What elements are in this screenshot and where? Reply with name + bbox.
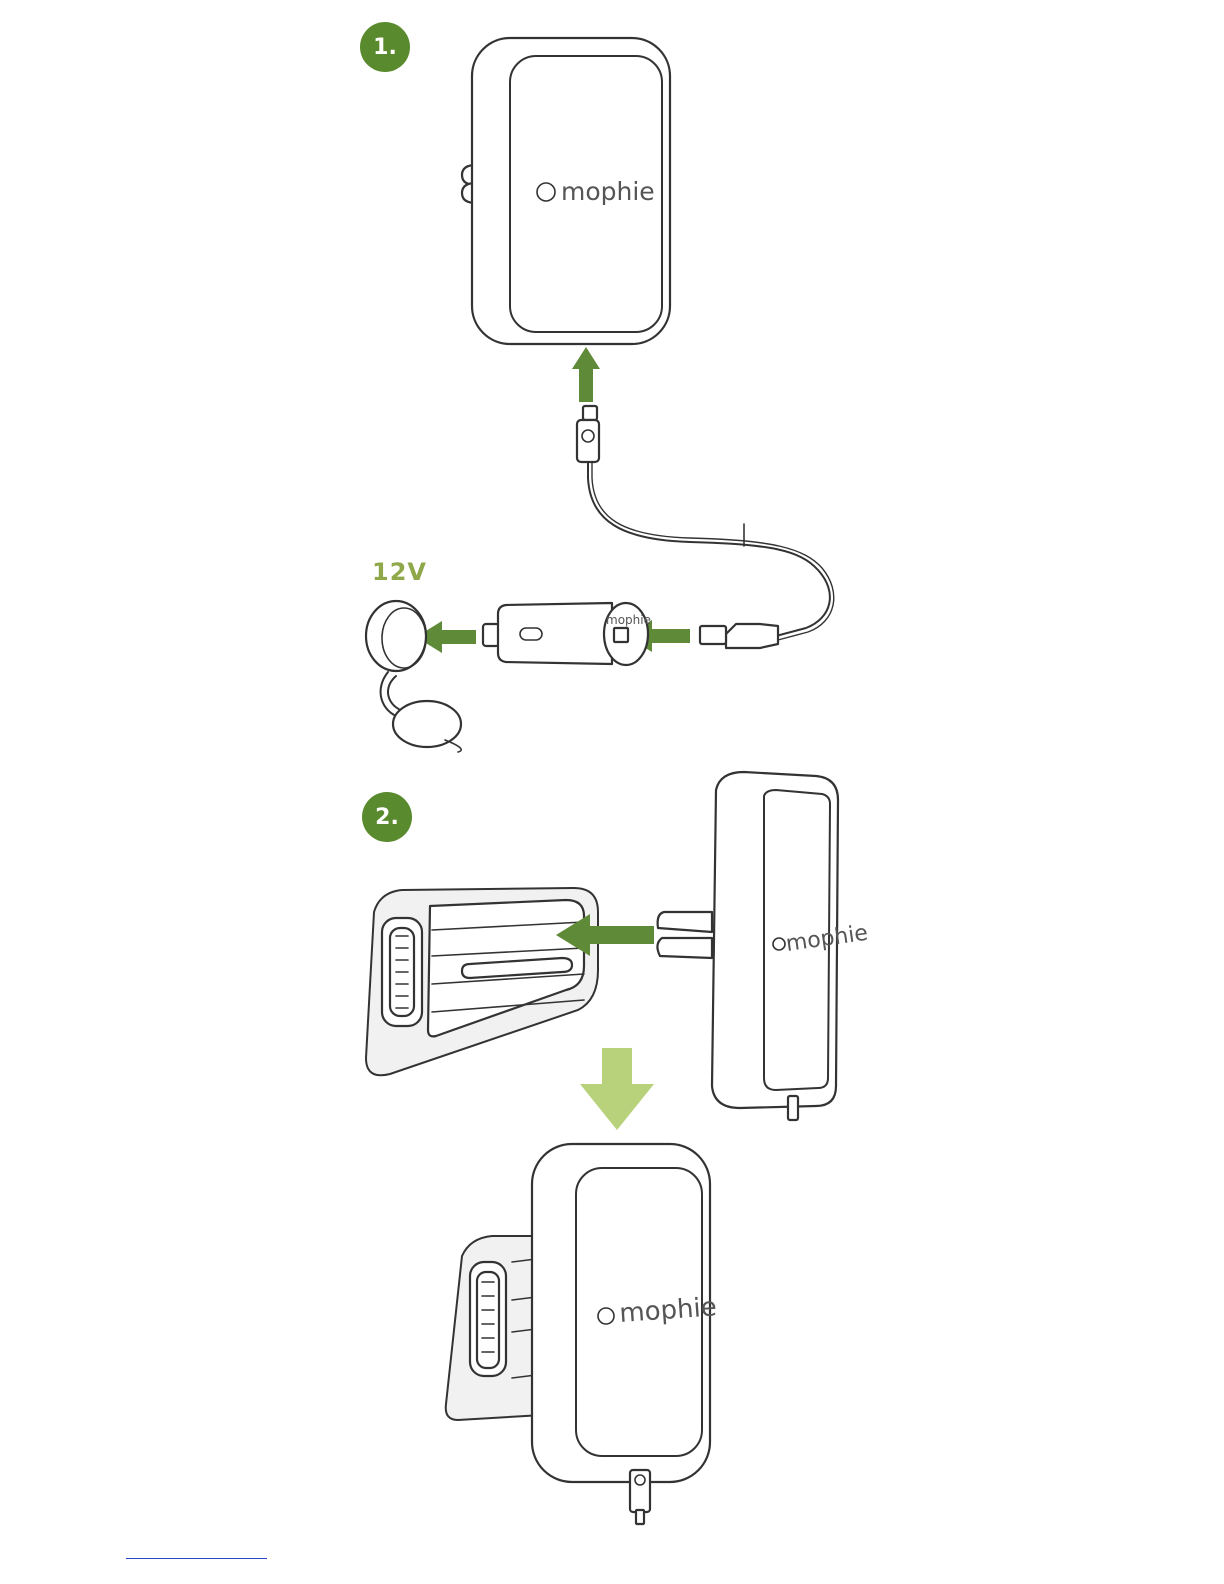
- charger-pad-step1: mophie: [462, 38, 670, 344]
- car-adapter: mophie: [483, 603, 651, 665]
- charger-brand-text: mophie: [561, 177, 655, 206]
- mounted-assembly: mophie: [446, 1144, 718, 1524]
- power-socket: [366, 601, 461, 752]
- adapter-brand-text: mophie: [606, 613, 651, 627]
- vent-mount: mophie: [657, 772, 869, 1120]
- arrow-down-icon: [580, 1048, 654, 1130]
- arrow-up-icon: [572, 347, 600, 402]
- footer-rule: [126, 1558, 267, 1559]
- air-vent: [366, 888, 598, 1075]
